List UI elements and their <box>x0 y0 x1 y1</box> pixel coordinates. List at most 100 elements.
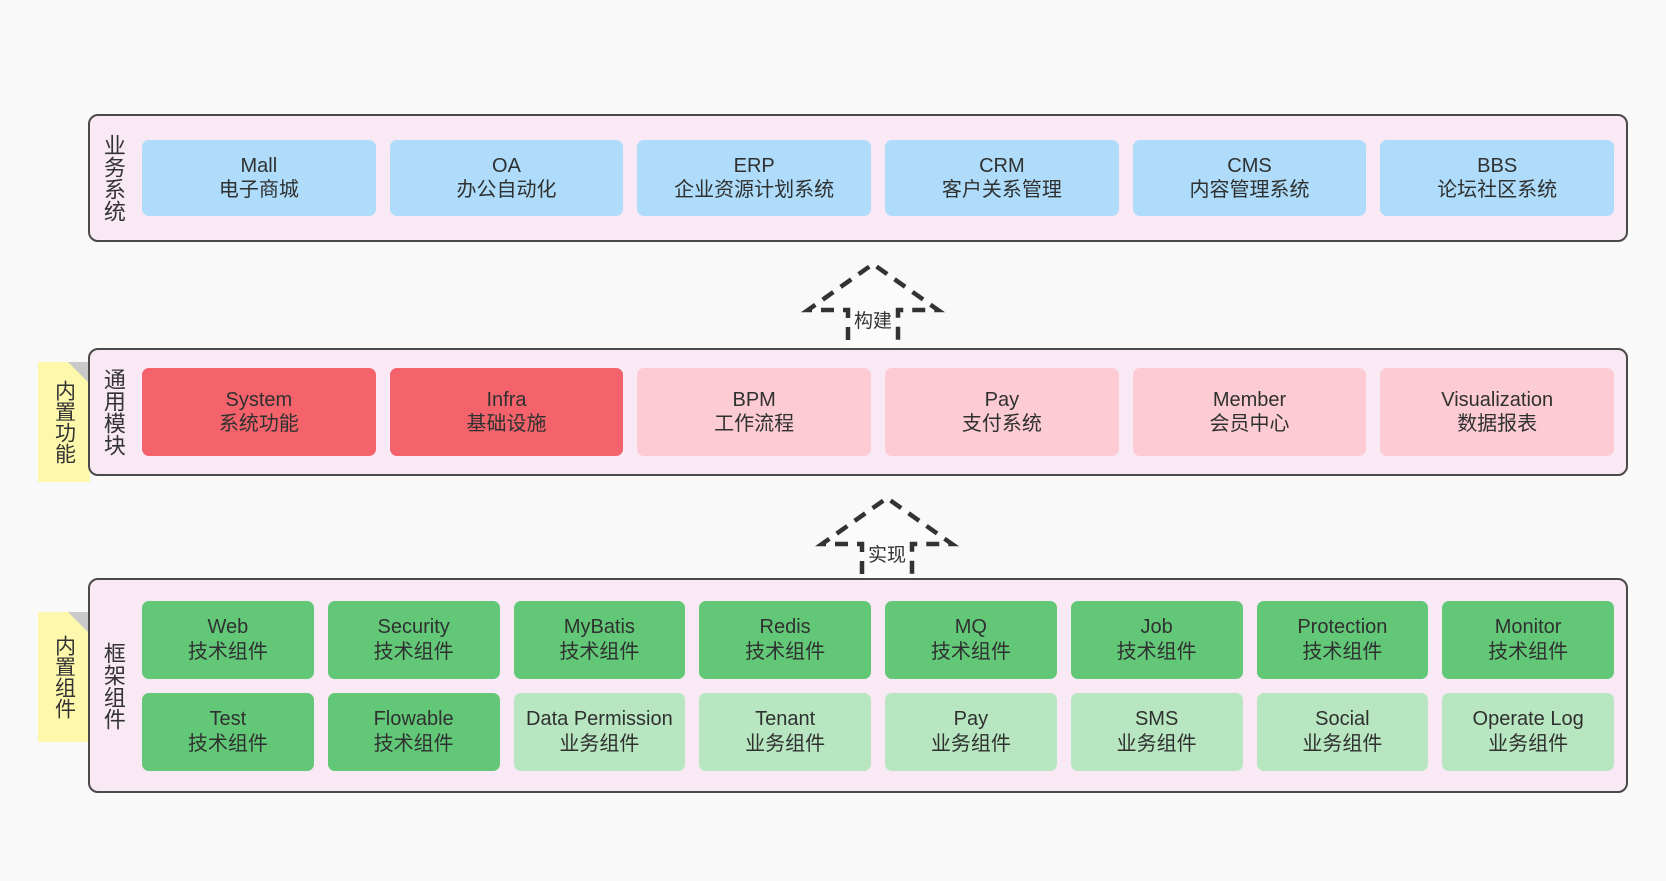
card-title: Redis <box>759 616 811 639</box>
module-card-visualization[interactable]: Visualization 数据报表 <box>1380 368 1615 456</box>
card-title: Member <box>1212 388 1287 411</box>
common-module-card-row: System 系统功能 Infra 基础设施 BPM 工作流程 Pay 支付系统… <box>136 350 1626 474</box>
framework-card-monitor[interactable]: Monitor 技术组件 <box>1442 600 1614 679</box>
business-card-cms[interactable]: CMS 内容管理系统 <box>1132 140 1367 216</box>
business-card-oa[interactable]: OA 办公自动化 <box>389 140 624 216</box>
sticky-note-builtin-feature: 内置功能 <box>38 362 90 482</box>
framework-card-operate-log[interactable]: Operate Log 业务组件 <box>1442 692 1614 771</box>
card-subtitle: 内容管理系统 <box>1189 179 1310 201</box>
framework-card-row-technical: Web 技术组件 Security 技术组件 MyBatis 技术组件 Redi… <box>142 600 1614 679</box>
business-card-mall[interactable]: Mall 电子商城 <box>142 140 376 216</box>
card-title: Flowable <box>373 708 454 731</box>
module-card-system[interactable]: System 系统功能 <box>142 368 376 456</box>
framework-card-row-business: Test 技术组件 Flowable 技术组件 Data Permission … <box>142 692 1614 771</box>
card-title: Pay <box>953 708 989 731</box>
common-module-layer: 通用模块 System 系统功能 Infra 基础设施 BPM 工作流程 Pay… <box>88 348 1628 476</box>
business-card-crm[interactable]: CRM 客户关系管理 <box>885 140 1119 216</box>
framework-card-test[interactable]: Test 技术组件 <box>142 692 314 771</box>
business-card-erp[interactable]: ERP 企业资源计划系统 <box>637 140 872 216</box>
card-title: MQ <box>954 616 987 639</box>
sticky-note-label: 内置组件 <box>52 635 76 719</box>
card-title: OA <box>492 154 521 177</box>
framework-component-layer-label: 框架组件 <box>100 641 126 730</box>
module-card-bpm[interactable]: BPM 工作流程 <box>637 368 872 456</box>
build-arrow-icon <box>800 261 946 362</box>
framework-card-flowable[interactable]: Flowable 技术组件 <box>327 692 500 771</box>
card-subtitle: 系统功能 <box>218 413 299 435</box>
card-subtitle: 业务组件 <box>1488 732 1569 755</box>
framework-component-layer: 框架组件 Web 技术组件 Security 技术组件 MyBatis 技术组件… <box>88 578 1628 793</box>
card-subtitle: 技术组件 <box>1302 640 1383 663</box>
card-title: Mall <box>240 154 278 177</box>
card-title: Visualization <box>1441 388 1554 411</box>
framework-card-protection[interactable]: Protection 技术组件 <box>1256 600 1429 679</box>
framework-card-mybatis[interactable]: MyBatis 技术组件 <box>513 600 686 679</box>
card-title: Monitor <box>1494 616 1562 639</box>
implement-arrow-icon <box>814 495 960 596</box>
card-subtitle: 技术组件 <box>187 732 268 755</box>
card-subtitle: 客户关系管理 <box>941 179 1062 201</box>
framework-card-job[interactable]: Job 技术组件 <box>1070 600 1243 679</box>
framework-card-tenant[interactable]: Tenant 业务组件 <box>699 692 871 771</box>
card-subtitle: 数据报表 <box>1457 413 1538 435</box>
module-card-infra[interactable]: Infra 基础设施 <box>389 368 624 456</box>
card-subtitle: 技术组件 <box>373 732 454 755</box>
card-subtitle: 企业资源计划系统 <box>674 179 835 201</box>
module-card-pay[interactable]: Pay 支付系统 <box>885 368 1119 456</box>
card-subtitle: 支付系统 <box>961 413 1042 435</box>
card-title: Pay <box>984 388 1020 411</box>
module-card-member[interactable]: Member 会员中心 <box>1132 368 1367 456</box>
card-title: Test <box>209 708 247 731</box>
card-subtitle: 基础设施 <box>466 413 547 435</box>
business-card-bbs[interactable]: BBS 论坛社区系统 <box>1380 140 1615 216</box>
card-title: CRM <box>979 154 1025 177</box>
card-subtitle: 论坛社区系统 <box>1437 179 1558 201</box>
framework-card-security[interactable]: Security 技术组件 <box>327 600 500 679</box>
framework-card-redis[interactable]: Redis 技术组件 <box>699 600 871 679</box>
card-subtitle: 技术组件 <box>1116 640 1197 663</box>
card-title: Tenant <box>755 708 816 731</box>
card-title: Protection <box>1297 616 1388 639</box>
card-subtitle: 技术组件 <box>559 640 640 663</box>
framework-card-web[interactable]: Web 技术组件 <box>142 600 314 679</box>
sticky-note-label: 内置功能 <box>52 380 76 464</box>
framework-card-sms[interactable]: SMS 业务组件 <box>1070 692 1243 771</box>
card-subtitle: 电子商城 <box>218 179 299 201</box>
card-title: System <box>225 388 293 411</box>
framework-card-grid: Web 技术组件 Security 技术组件 MyBatis 技术组件 Redi… <box>136 580 1626 791</box>
card-title: Infra <box>486 388 527 411</box>
card-title: Job <box>1140 616 1173 639</box>
card-title: ERP <box>733 154 775 177</box>
card-title: Security <box>377 616 450 639</box>
card-subtitle: 技术组件 <box>373 640 454 663</box>
card-title: Web <box>207 616 249 639</box>
common-module-layer-label: 通用模块 <box>100 368 126 456</box>
card-subtitle: 技术组件 <box>1488 640 1569 663</box>
card-subtitle: 业务组件 <box>1302 732 1383 755</box>
card-title: MyBatis <box>563 616 635 639</box>
framework-card-data-permission[interactable]: Data Permission 业务组件 <box>513 692 686 771</box>
card-subtitle: 业务组件 <box>559 732 640 755</box>
card-title: BBS <box>1477 154 1518 177</box>
card-subtitle: 业务组件 <box>1116 732 1197 755</box>
card-subtitle: 会员中心 <box>1209 413 1290 435</box>
card-subtitle: 办公自动化 <box>456 179 557 201</box>
business-system-layer-label: 业务系统 <box>100 134 126 222</box>
card-subtitle: 技术组件 <box>930 640 1011 663</box>
card-subtitle: 技术组件 <box>745 640 826 663</box>
sticky-fold-corner-icon <box>68 362 90 384</box>
card-title: BPM <box>732 388 776 411</box>
card-subtitle: 业务组件 <box>745 732 826 755</box>
card-subtitle: 工作流程 <box>714 413 795 435</box>
card-title: Social <box>1315 708 1370 731</box>
card-title: SMS <box>1134 708 1179 731</box>
card-subtitle: 业务组件 <box>930 732 1011 755</box>
card-subtitle: 技术组件 <box>187 640 268 663</box>
sticky-fold-corner-icon <box>68 612 90 634</box>
framework-card-mq[interactable]: MQ 技术组件 <box>885 600 1057 679</box>
framework-card-pay[interactable]: Pay 业务组件 <box>885 692 1057 771</box>
card-title: Operate Log <box>1472 708 1584 731</box>
card-title: CMS <box>1227 154 1272 177</box>
framework-card-social[interactable]: Social 业务组件 <box>1256 692 1429 771</box>
